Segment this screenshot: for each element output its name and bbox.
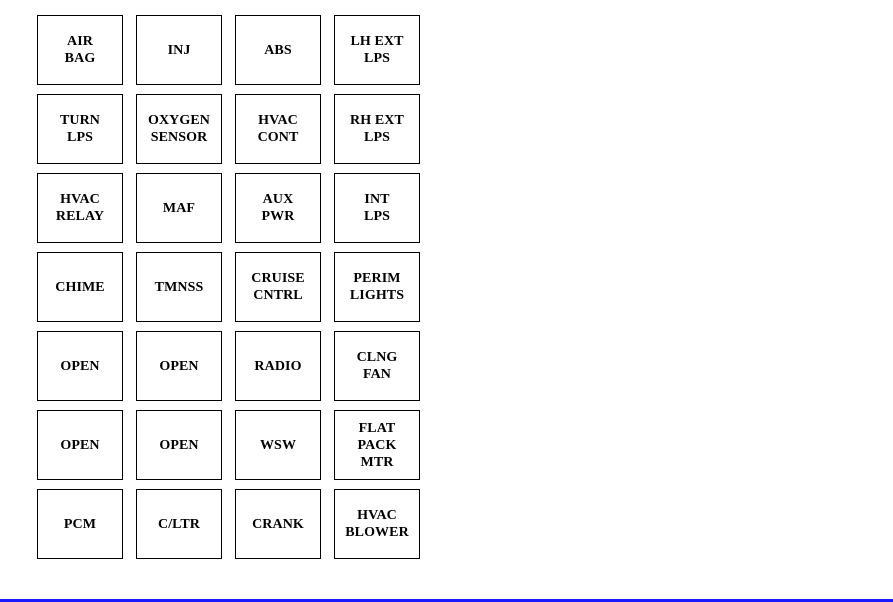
fuse-box: CLNG FAN: [334, 331, 420, 401]
fuse-box: FLAT PACK MTR: [334, 410, 420, 480]
fuse-label: ABS: [264, 42, 292, 58]
fuse-label: PERIM LIGHTS: [349, 271, 405, 303]
fuse-box: HVAC RELAY: [37, 173, 123, 243]
fuse-label: RH EXT LPS: [350, 113, 404, 145]
fuse-box: C/LTR: [136, 489, 222, 559]
fuse-label: OXYGEN SENSOR: [147, 113, 211, 145]
fuse-label: OPEN: [159, 437, 199, 453]
fuse-box: AUX PWR: [235, 173, 321, 243]
fuse-label: RADIO: [254, 358, 302, 374]
fuse-box: HVAC CONT: [235, 94, 321, 164]
fuse-label: OPEN: [159, 358, 199, 374]
fuse-panel-diagram: AIR BAG INJ ABS LH EXT LPS TURN LPS OXYG…: [37, 15, 421, 559]
fuse-box: CRANK: [235, 489, 321, 559]
fuse-box: ABS: [235, 15, 321, 85]
fuse-box: HVAC BLOWER: [334, 489, 420, 559]
fuse-label: TMNSS: [154, 279, 204, 295]
fuse-box: LH EXT LPS: [334, 15, 420, 85]
fuse-label: TURN LPS: [59, 113, 101, 145]
fuse-box: INJ: [136, 15, 222, 85]
fuse-box: PCM: [37, 489, 123, 559]
fuse-label: LH EXT LPS: [350, 34, 404, 66]
fuse-box: RADIO: [235, 331, 321, 401]
fuse-box: MAF: [136, 173, 222, 243]
fuse-label: HVAC BLOWER: [345, 508, 409, 540]
fuse-box: OPEN: [37, 331, 123, 401]
fuse-label: MAF: [162, 200, 196, 216]
fuse-label: FLAT PACK MTR: [357, 420, 397, 470]
fuse-box: WSW: [235, 410, 321, 480]
fuse-box: OPEN: [136, 410, 222, 480]
fuse-box: CRUISE CNTRL: [235, 252, 321, 322]
fuse-box: OXYGEN SENSOR: [136, 94, 222, 164]
fuse-box: TMNSS: [136, 252, 222, 322]
fuse-label: HVAC CONT: [257, 113, 299, 145]
fuse-label: CLNG FAN: [356, 350, 398, 382]
fuse-label: INT LPS: [364, 192, 390, 224]
fuse-label: CHIME: [55, 279, 105, 295]
fuse-label: INJ: [167, 42, 191, 58]
footer-divider-line: [0, 599, 893, 602]
fuse-label: CRANK: [252, 516, 304, 532]
fuse-box: RH EXT LPS: [334, 94, 420, 164]
fuse-label: HVAC RELAY: [55, 192, 105, 224]
fuse-label: PCM: [63, 516, 97, 532]
fuse-box: TURN LPS: [37, 94, 123, 164]
fuse-label: C/LTR: [157, 516, 200, 532]
fuse-box: CHIME: [37, 252, 123, 322]
fuse-box: AIR BAG: [37, 15, 123, 85]
fuse-label: CRUISE CNTRL: [251, 271, 305, 303]
fuse-label: AIR BAG: [64, 34, 96, 66]
fuse-label: WSW: [259, 437, 297, 453]
fuse-label: OPEN: [60, 358, 100, 374]
fuse-box: OPEN: [136, 331, 222, 401]
fuse-box: PERIM LIGHTS: [334, 252, 420, 322]
fuse-label: AUX PWR: [261, 192, 295, 224]
fuse-box: INT LPS: [334, 173, 420, 243]
fuse-label: OPEN: [60, 437, 100, 453]
fuse-box: OPEN: [37, 410, 123, 480]
